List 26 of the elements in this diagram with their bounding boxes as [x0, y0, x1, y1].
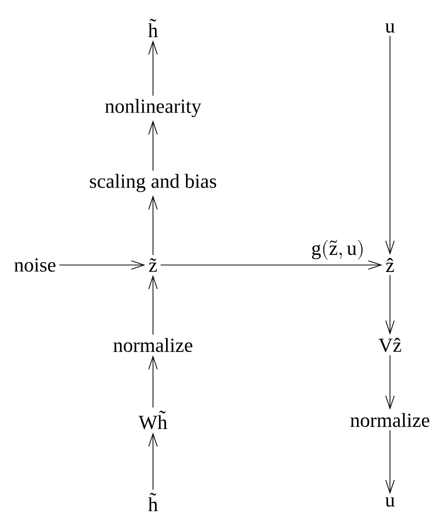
node-label: z̃ [149, 258, 157, 272]
node-label: h̃ [148, 492, 158, 512]
arrow [58, 260, 146, 270]
arrow [148, 355, 158, 408]
arrow [385, 430, 395, 494]
arrow [385, 274, 395, 335]
node-label: Wh̃ [138, 410, 168, 430]
arrow [148, 195, 158, 256]
arrow [148, 40, 158, 96]
node-label: normalize [350, 412, 430, 428]
node-label: u [385, 23, 395, 33]
arrow [148, 432, 158, 490]
node-label: normalize [113, 338, 192, 352]
node-label: nonlinearity [105, 98, 202, 118]
edge-label: $\mathrm{g}(\widetilde{\mathrm{z}},\mathrm{u})$ [312, 240, 362, 260]
node-label: h̃ [148, 18, 158, 38]
arrow [148, 120, 158, 172]
arrow [160, 260, 382, 270]
arrow [148, 274, 158, 336]
arrow [385, 354, 395, 410]
node-label: Vẑ [378, 338, 402, 352]
node-label: scaling and bias [90, 174, 216, 192]
node-label: u [385, 497, 395, 507]
node-label: ẑ [386, 258, 394, 272]
arrow [385, 36, 395, 255]
node-label: noise [14, 258, 56, 272]
